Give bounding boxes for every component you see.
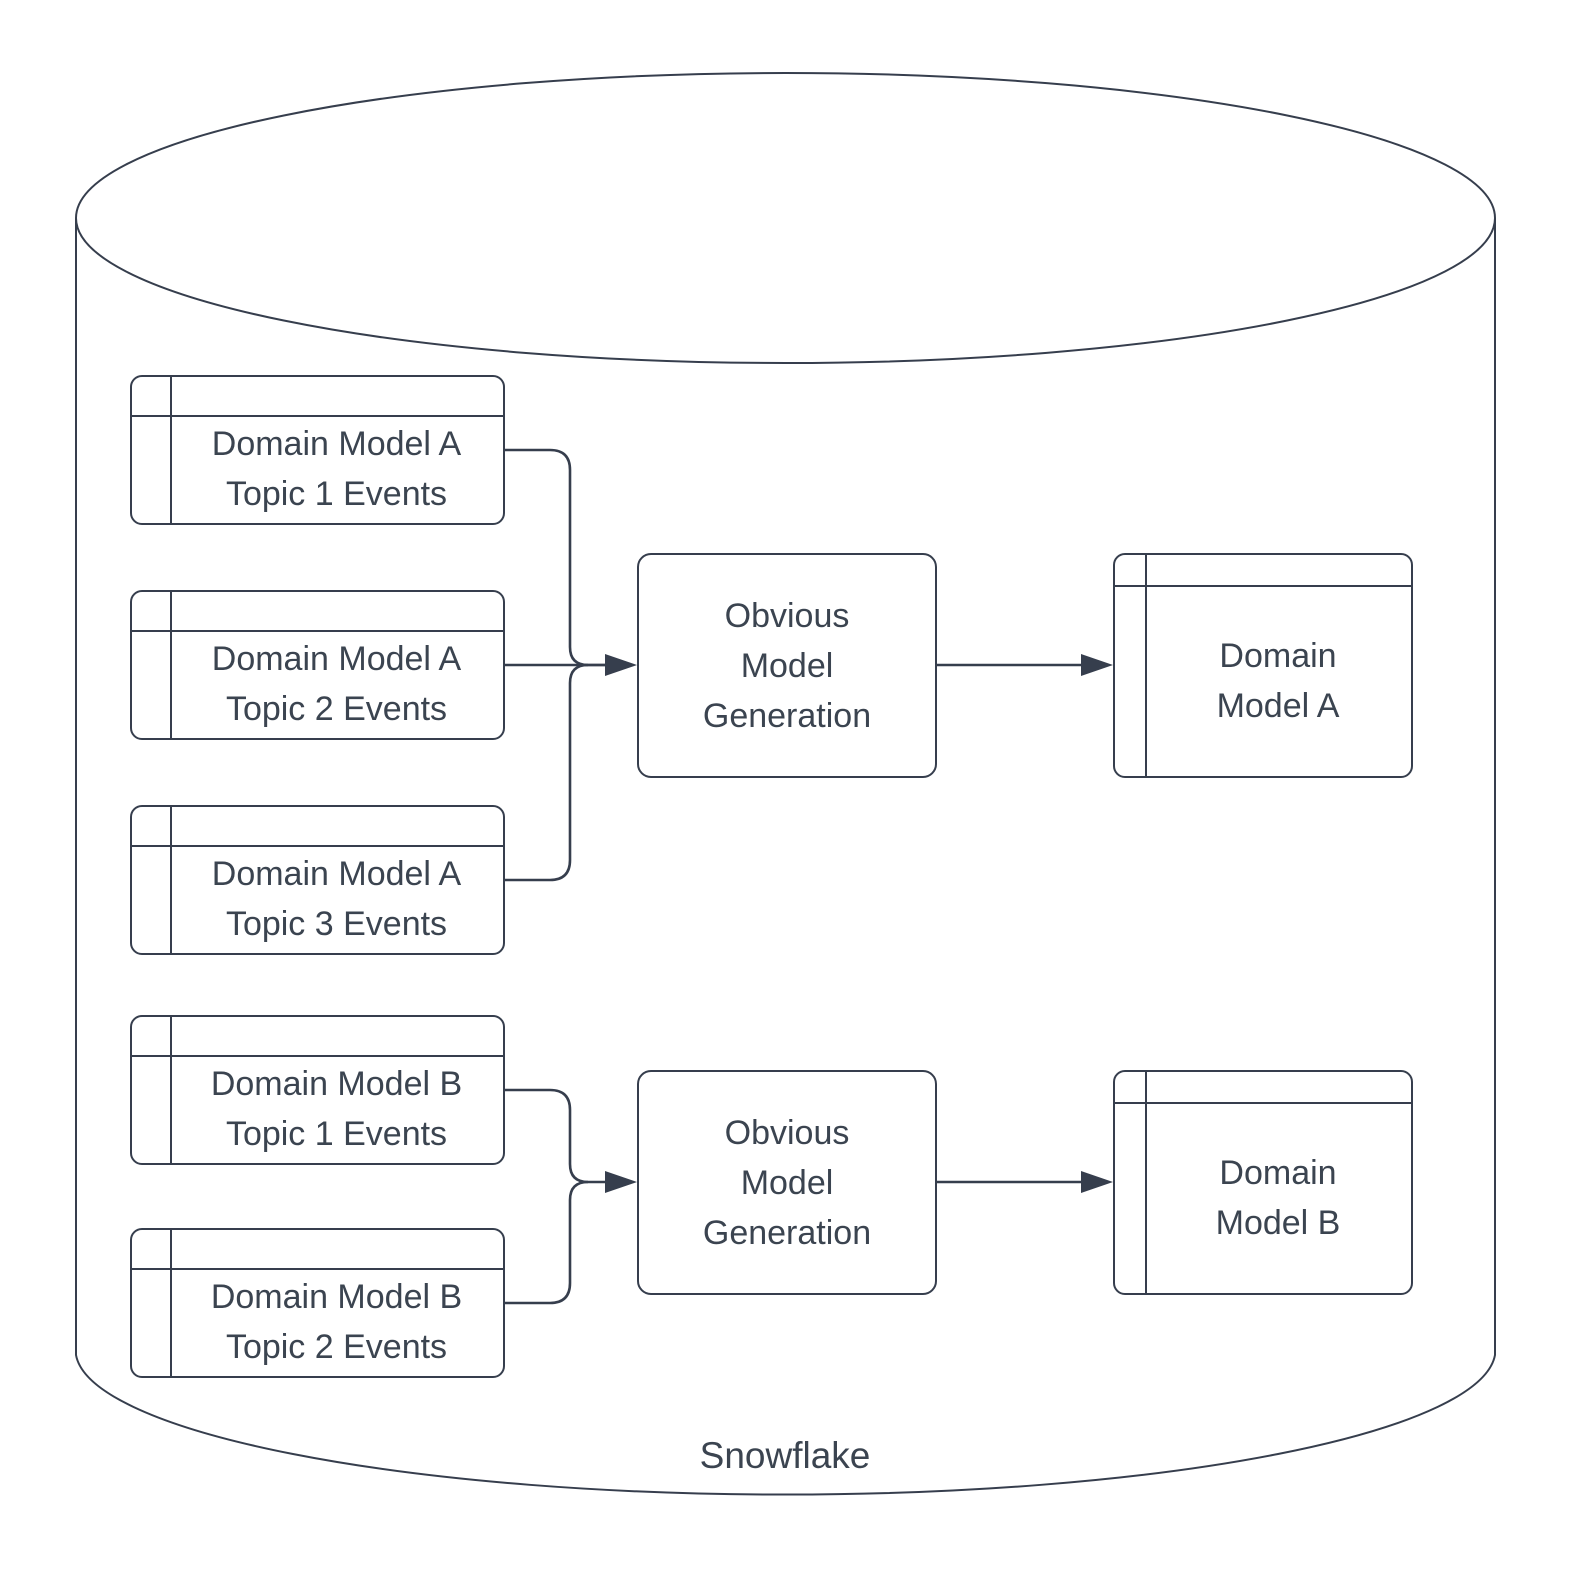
table-column-divider <box>170 592 172 738</box>
connector-b-topic1 <box>505 1088 606 1184</box>
table-column-divider <box>170 377 172 523</box>
snowflake-cylinder-body <box>75 218 1496 1496</box>
table-column-divider <box>170 1017 172 1163</box>
arrowhead-icon <box>1081 654 1113 676</box>
node-domain-model-a-topic-1-events: Domain Model A Topic 1 Events <box>130 375 505 525</box>
node-label: Domain Model A <box>1216 636 1340 725</box>
table-column-divider <box>170 1230 172 1376</box>
node-label: Domain Model A Topic 2 Events <box>211 640 462 728</box>
node-label: Domain Model B Topic 2 Events <box>210 1278 463 1366</box>
node-label: Domain Model A Topic 3 Events <box>211 855 462 943</box>
table-column-divider <box>170 807 172 953</box>
table-header-divider <box>132 415 503 417</box>
connector-a-topic3 <box>505 663 589 882</box>
arrowhead-icon <box>605 1171 637 1193</box>
node-domain-model-a-topic-2-events: Domain Model A Topic 2 Events <box>130 590 505 740</box>
table-header-divider <box>132 1055 503 1057</box>
node-domain-model-b: Domain Model B <box>1113 1070 1413 1295</box>
table-column-divider <box>1145 555 1147 776</box>
node-obvious-model-generation-b: Obvious Model Generation <box>637 1070 937 1295</box>
node-obvious-model-generation-a: Obvious Model Generation <box>637 553 937 778</box>
snowflake-cylinder-top <box>75 72 1496 364</box>
node-label: Domain Model B Topic 1 Events <box>210 1065 463 1153</box>
node-domain-model-b-topic-2-events: Domain Model B Topic 2 Events <box>130 1228 505 1378</box>
node-label: Domain Model A Topic 1 Events <box>211 425 462 513</box>
connector-a-topic1 <box>505 448 606 667</box>
node-label: Domain Model B <box>1215 1153 1341 1242</box>
table-header-divider <box>132 630 503 632</box>
node-domain-model-b-topic-1-events: Domain Model B Topic 1 Events <box>130 1015 505 1165</box>
table-header-divider <box>1115 585 1411 587</box>
arrowhead-icon <box>1081 1171 1113 1193</box>
node-domain-model-a-topic-3-events: Domain Model A Topic 3 Events <box>130 805 505 955</box>
database-label: Snowflake <box>699 1435 871 1476</box>
arrowhead-icon <box>605 654 637 676</box>
table-header-divider <box>132 845 503 847</box>
node-label: Obvious Model Generation <box>702 1113 872 1252</box>
connector-b-topic2 <box>505 1180 589 1305</box>
table-header-divider <box>132 1268 503 1270</box>
table-column-divider <box>1145 1072 1147 1293</box>
table-header-divider <box>1115 1102 1411 1104</box>
node-domain-model-a: Domain Model A <box>1113 553 1413 778</box>
node-label: Obvious Model Generation <box>702 596 872 735</box>
